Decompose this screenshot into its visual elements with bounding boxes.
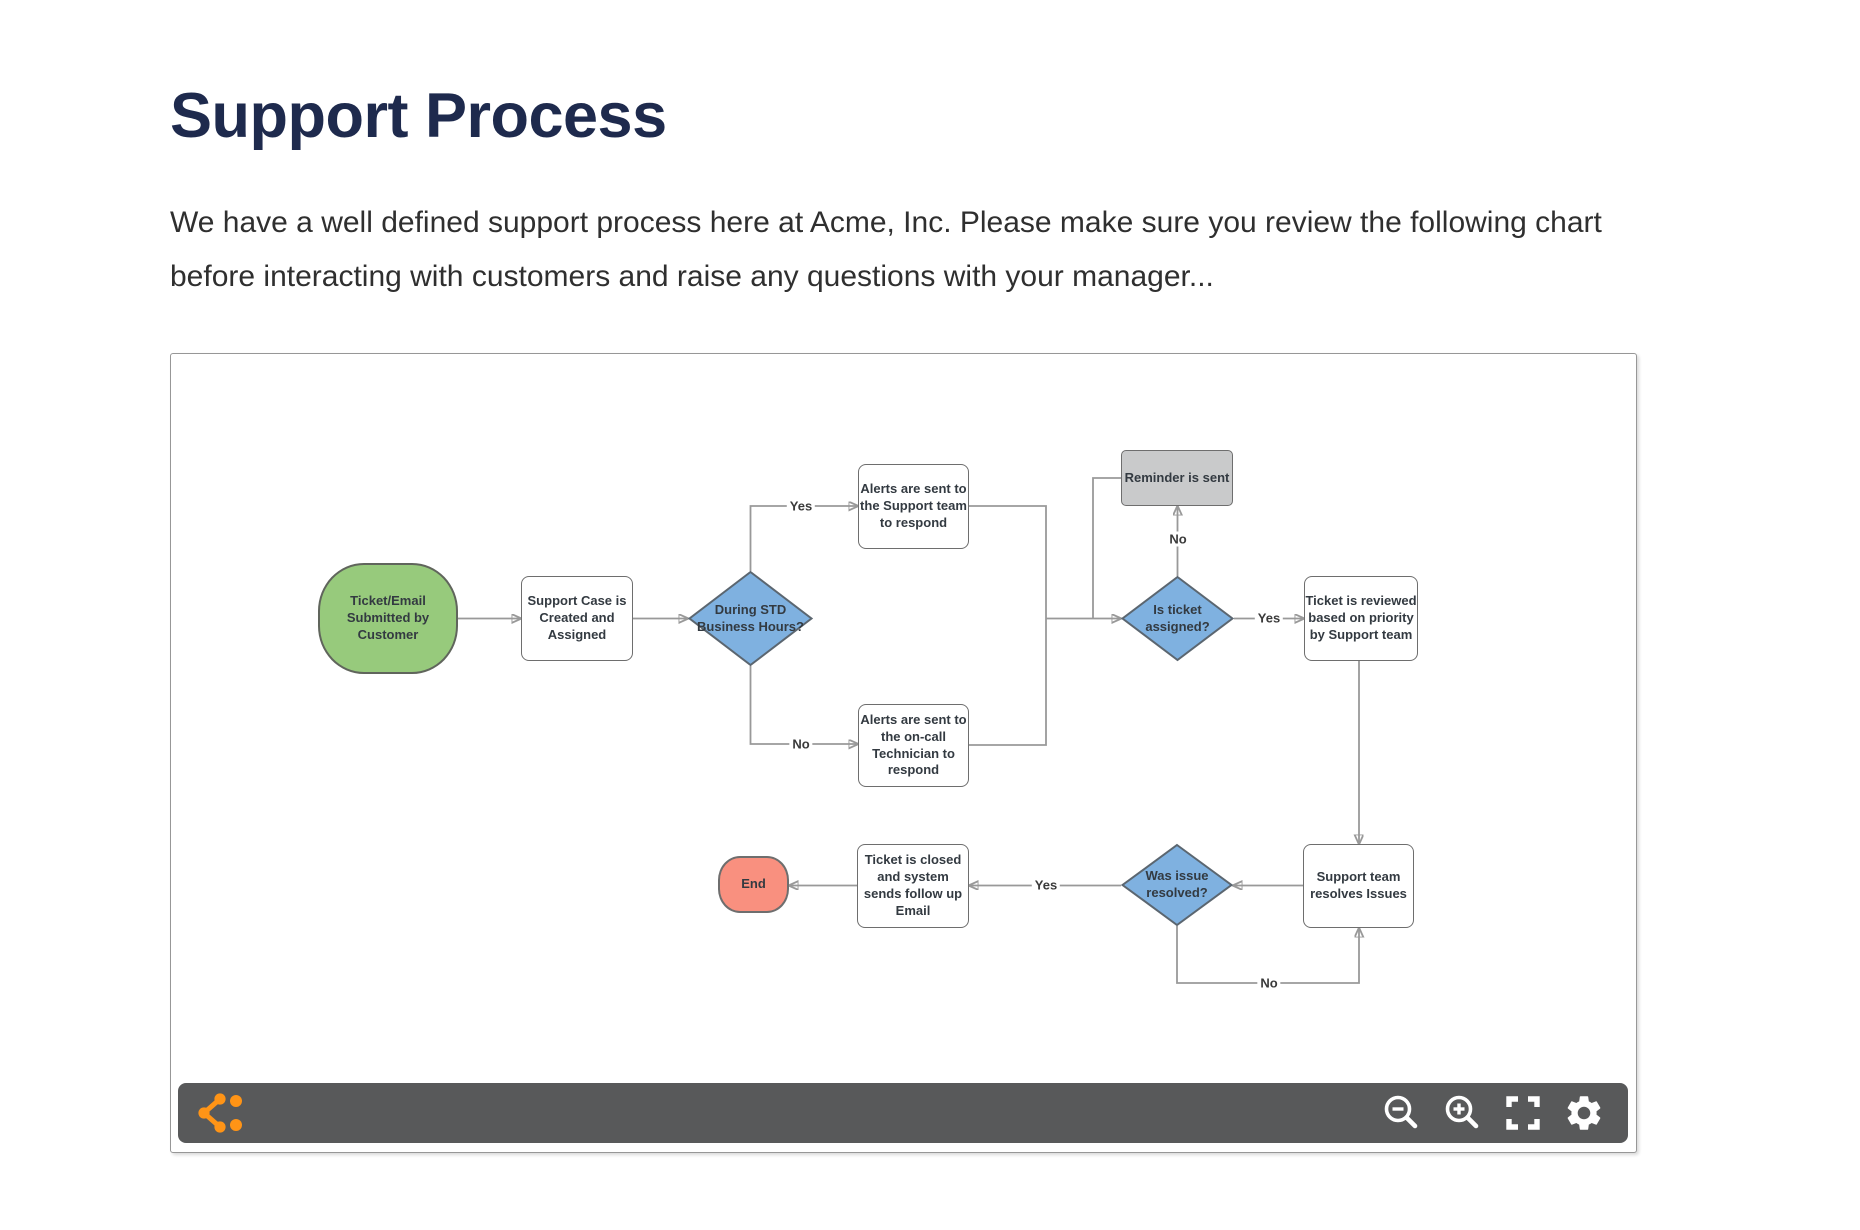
edge-label-no: No <box>1257 975 1281 991</box>
edge-label-no: No <box>1166 531 1190 547</box>
settings-button[interactable] <box>1562 1091 1606 1135</box>
node-label: Alerts are sent to the Support team to r… <box>860 481 967 530</box>
edge-alert-oncall-merge <box>969 618 1047 746</box>
node-label: Reminder is sent <box>1124 469 1230 485</box>
edge-hours-alert-oncall <box>749 666 859 744</box>
node-is-ticket-assigned: Is ticket assigned? <box>1121 576 1234 661</box>
node-alerts-support-team: Alerts are sent to the Support team to r… <box>858 464 969 549</box>
node-end: End <box>718 856 789 913</box>
diamond-shape <box>1121 576 1234 661</box>
diagram-toolbar <box>178 1083 1628 1143</box>
node-alerts-oncall-technician: Alerts are sent to the on-call Technicia… <box>858 704 969 787</box>
edge-hours-alert-support <box>749 506 859 571</box>
zoom-in-icon <box>1445 1095 1479 1129</box>
node-label: End <box>741 876 766 892</box>
diamond-shape <box>1121 844 1233 926</box>
edge-label-yes: Yes <box>786 498 816 514</box>
node-label: Support Case is Created and Assigned <box>527 593 627 642</box>
lucidchart-logo[interactable] <box>196 1091 246 1135</box>
page-title: Support Process <box>170 81 667 151</box>
lucidchart-logo-icon <box>198 1093 242 1133</box>
node-was-issue-resolved: Was issue resolved? <box>1121 844 1233 926</box>
node-label: Was issue resolved? <box>1145 868 1209 900</box>
zoom-out-button[interactable] <box>1379 1091 1423 1135</box>
node-support-case-created: Support Case is Created and Assigned <box>521 576 633 661</box>
node-label: Ticket/Email Submitted by Customer <box>346 593 430 642</box>
node-label: Alerts are sent to the on-call Technicia… <box>860 711 967 778</box>
edge-resolved-no-loop <box>1176 926 1359 984</box>
edge-label-yes: Yes <box>1254 610 1284 626</box>
diagram-embed: Ticket/Email Submitted by Customer Suppo… <box>170 353 1637 1153</box>
node-ticket-closed: Ticket is closed and system sends follow… <box>857 844 969 928</box>
fullscreen-icon <box>1506 1096 1540 1130</box>
diamond-shape <box>688 571 813 666</box>
edge-label-no: No <box>789 736 813 752</box>
intro-paragraph: We have a well defined support process h… <box>170 206 1602 293</box>
node-label: During STD Business Hours? <box>697 601 804 634</box>
node-support-team-resolves: Support team resolves Issues <box>1303 844 1414 928</box>
node-label: Is ticket assigned? <box>1145 601 1210 634</box>
toolbar-buttons <box>1379 1091 1606 1135</box>
node-label: Ticket is reviewed based on priority by … <box>1305 593 1417 642</box>
node-label: Ticket is closed and system sends follow… <box>863 852 963 918</box>
node-during-std-business-hours: During STD Business Hours? <box>688 571 813 666</box>
zoom-in-button[interactable] <box>1440 1091 1484 1135</box>
edge-reminder-loop <box>1092 477 1121 619</box>
node-reminder-sent: Reminder is sent <box>1121 450 1233 506</box>
node-label: Support team resolves Issues <box>1310 869 1407 901</box>
node-ticket-submitted: Ticket/Email Submitted by Customer <box>318 563 458 674</box>
edge-label-yes: Yes <box>1031 877 1061 893</box>
flowchart-canvas[interactable]: Ticket/Email Submitted by Customer Suppo… <box>171 354 1636 1152</box>
zoom-out-icon <box>1384 1095 1418 1129</box>
fullscreen-button[interactable] <box>1501 1091 1545 1135</box>
edge-alert-support-merge <box>969 505 1047 619</box>
gear-icon <box>1567 1096 1601 1130</box>
node-ticket-reviewed: Ticket is reviewed based on priority by … <box>1304 576 1418 661</box>
